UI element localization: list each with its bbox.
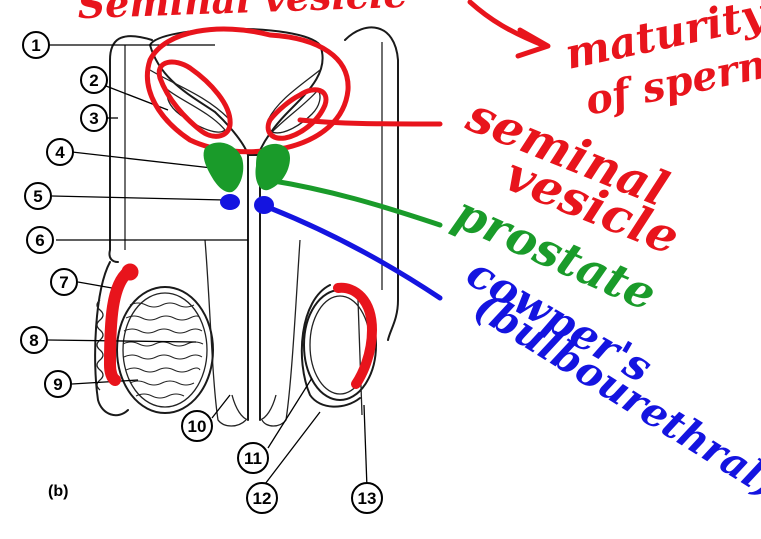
callout-4: 4 <box>55 143 65 162</box>
panel-label: (b) <box>48 483 68 500</box>
left-testis <box>117 287 213 413</box>
callout-13: 13 <box>358 489 377 508</box>
blue-leader-cowpers <box>270 208 440 298</box>
callout-2: 2 <box>89 71 98 90</box>
seminiferous-tubules <box>123 303 203 398</box>
green-annotations <box>204 143 440 225</box>
callout-7: 7 <box>59 273 68 292</box>
callout-10: 10 <box>188 417 207 436</box>
red-loop-right <box>268 90 326 138</box>
callout-6: 6 <box>35 231 44 250</box>
callout-12: 12 <box>253 489 272 508</box>
left-tunica <box>123 293 207 407</box>
diagram-drawing <box>95 27 398 426</box>
corpus-right <box>262 240 300 426</box>
blue-annotations <box>220 194 440 298</box>
red-cap-left <box>124 266 136 278</box>
blue-text-bulbourethral: (bulbourethral) <box>466 282 761 507</box>
blue-gland-right <box>254 196 274 214</box>
callout-8: 8 <box>29 331 38 350</box>
callout-9: 9 <box>53 375 62 394</box>
red-leader-seminal <box>300 120 440 124</box>
callout-11: 11 <box>244 449 262 468</box>
callout-1: 1 <box>31 36 40 55</box>
red-text-top-cut: Seminal vesicle <box>77 0 408 27</box>
glans-tip <box>232 395 276 420</box>
blue-gland-left <box>220 194 240 210</box>
callout-5: 5 <box>33 187 42 206</box>
callout-3: 3 <box>89 109 98 128</box>
